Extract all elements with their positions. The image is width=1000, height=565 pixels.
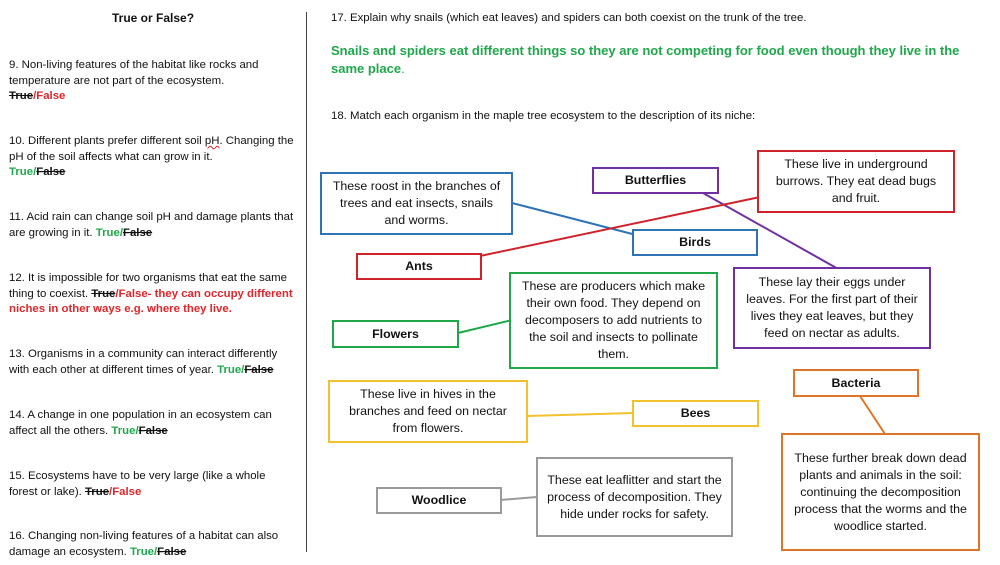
question-15: 15. Ecosystems have to be very large (li… xyxy=(9,469,294,500)
question-11-text: 11. Acid rain can change soil pH and dam… xyxy=(9,211,294,239)
answer-kept: True xyxy=(129,545,154,558)
spellcheck-word: pH xyxy=(204,135,220,147)
column-divider xyxy=(306,12,307,552)
question-17: 17. Explain why snails (which eat leaves… xyxy=(331,12,807,24)
niche-decompose-box: These further break down dead plants and… xyxy=(781,433,980,551)
answer-struck: True xyxy=(9,90,34,102)
question-13: 13. Organisms in a community can interac… xyxy=(9,347,294,378)
answer-sep: / xyxy=(154,545,158,558)
organism-flowers-box: Flowers xyxy=(332,320,459,348)
answer-struck: False xyxy=(122,226,153,239)
answer-struck: False xyxy=(138,424,168,437)
answer-sep: / xyxy=(33,90,37,102)
niche-leaflitter-box: These eat leaflitter and start the proce… xyxy=(536,457,733,537)
question-10-text-end: . Changing the pH of the soil affects wh… xyxy=(9,135,294,163)
organism-butterflies-box: Butterflies xyxy=(592,167,719,194)
answer-kept: False xyxy=(112,485,142,498)
question-15-text: 15. Ecosystems have to be very large (li… xyxy=(9,470,266,498)
answer-struck: False xyxy=(157,545,187,558)
line-bacteria-decompose xyxy=(859,395,886,435)
question-10: 10. Different plants prefer different so… xyxy=(9,134,294,181)
answer-text: Snails and spiders eat different things … xyxy=(331,43,960,76)
answer-struck: False xyxy=(244,363,274,376)
organism-bees-box: Bees xyxy=(632,400,759,427)
answer-struck: False xyxy=(36,166,66,178)
answer-kept: True xyxy=(9,166,34,178)
line-ants-burrows xyxy=(479,196,761,257)
niche-producers-box: These are producers which make their own… xyxy=(509,272,718,369)
answer-kept: False xyxy=(36,90,66,102)
niche-hives-box: These live in hives in the branches and … xyxy=(328,380,528,443)
left-column-title: True or False? xyxy=(112,11,195,25)
answer-struck: True xyxy=(91,287,116,300)
line-flowers-producers xyxy=(457,319,513,334)
question-12-text: 12. It is impossible for two organisms t… xyxy=(9,272,287,300)
organism-woodlice-box: Woodlice xyxy=(376,487,502,514)
question-10-text: 10. Different plants prefer different so… xyxy=(9,135,205,147)
answer-sep: / xyxy=(109,485,113,498)
niche-roost-box: These roost in the branches of trees and… xyxy=(320,172,513,235)
question-12: 12. It is impossible for two organisms t… xyxy=(9,271,294,318)
line-woodlice-leaflitter xyxy=(499,496,538,501)
question-16-text: 16. Changing non-living features of a ha… xyxy=(9,530,279,558)
line-butterflies-eggs xyxy=(702,192,841,271)
answer-sep: / xyxy=(135,424,139,437)
answer-struck: True xyxy=(84,485,110,498)
question-16: 16. Changing non-living features of a ha… xyxy=(9,529,294,560)
line-roost-birds xyxy=(511,202,641,237)
organism-ants-box: Ants xyxy=(356,253,482,280)
organism-bacteria-box: Bacteria xyxy=(793,369,919,397)
organism-birds-box: Birds xyxy=(632,229,758,256)
answer-kept: True xyxy=(217,363,242,376)
question-14-text: 14. A change in one population in an eco… xyxy=(9,409,272,437)
answer-period: . xyxy=(401,61,405,76)
question-14: 14. A change in one population in an eco… xyxy=(9,408,294,439)
question-9: 9. Non-living features of the habitat li… xyxy=(9,58,294,105)
question-17-answer: Snails and spiders eat different things … xyxy=(331,42,971,78)
question-11: 11. Acid rain can change soil pH and dam… xyxy=(9,210,294,241)
answer-sep: / xyxy=(119,226,123,239)
answer-kept: True xyxy=(95,226,120,239)
question-13-text: 13. Organisms in a community can interac… xyxy=(9,348,278,376)
answer-sep: / xyxy=(33,166,37,178)
line-hives-bees xyxy=(526,412,634,417)
niche-lay-eggs-box: These lay their eggs under leaves. For t… xyxy=(733,267,931,349)
niche-burrows-box: These live in underground burrows. They … xyxy=(757,150,955,213)
answer-sep: / xyxy=(241,363,245,376)
answer-kept: True xyxy=(111,424,136,437)
question-9-text: 9. Non-living features of the habitat li… xyxy=(9,59,259,87)
answer-kept: /False- they can occupy different niches… xyxy=(9,287,293,316)
question-18: 18. Match each organism in the maple tre… xyxy=(331,110,756,122)
